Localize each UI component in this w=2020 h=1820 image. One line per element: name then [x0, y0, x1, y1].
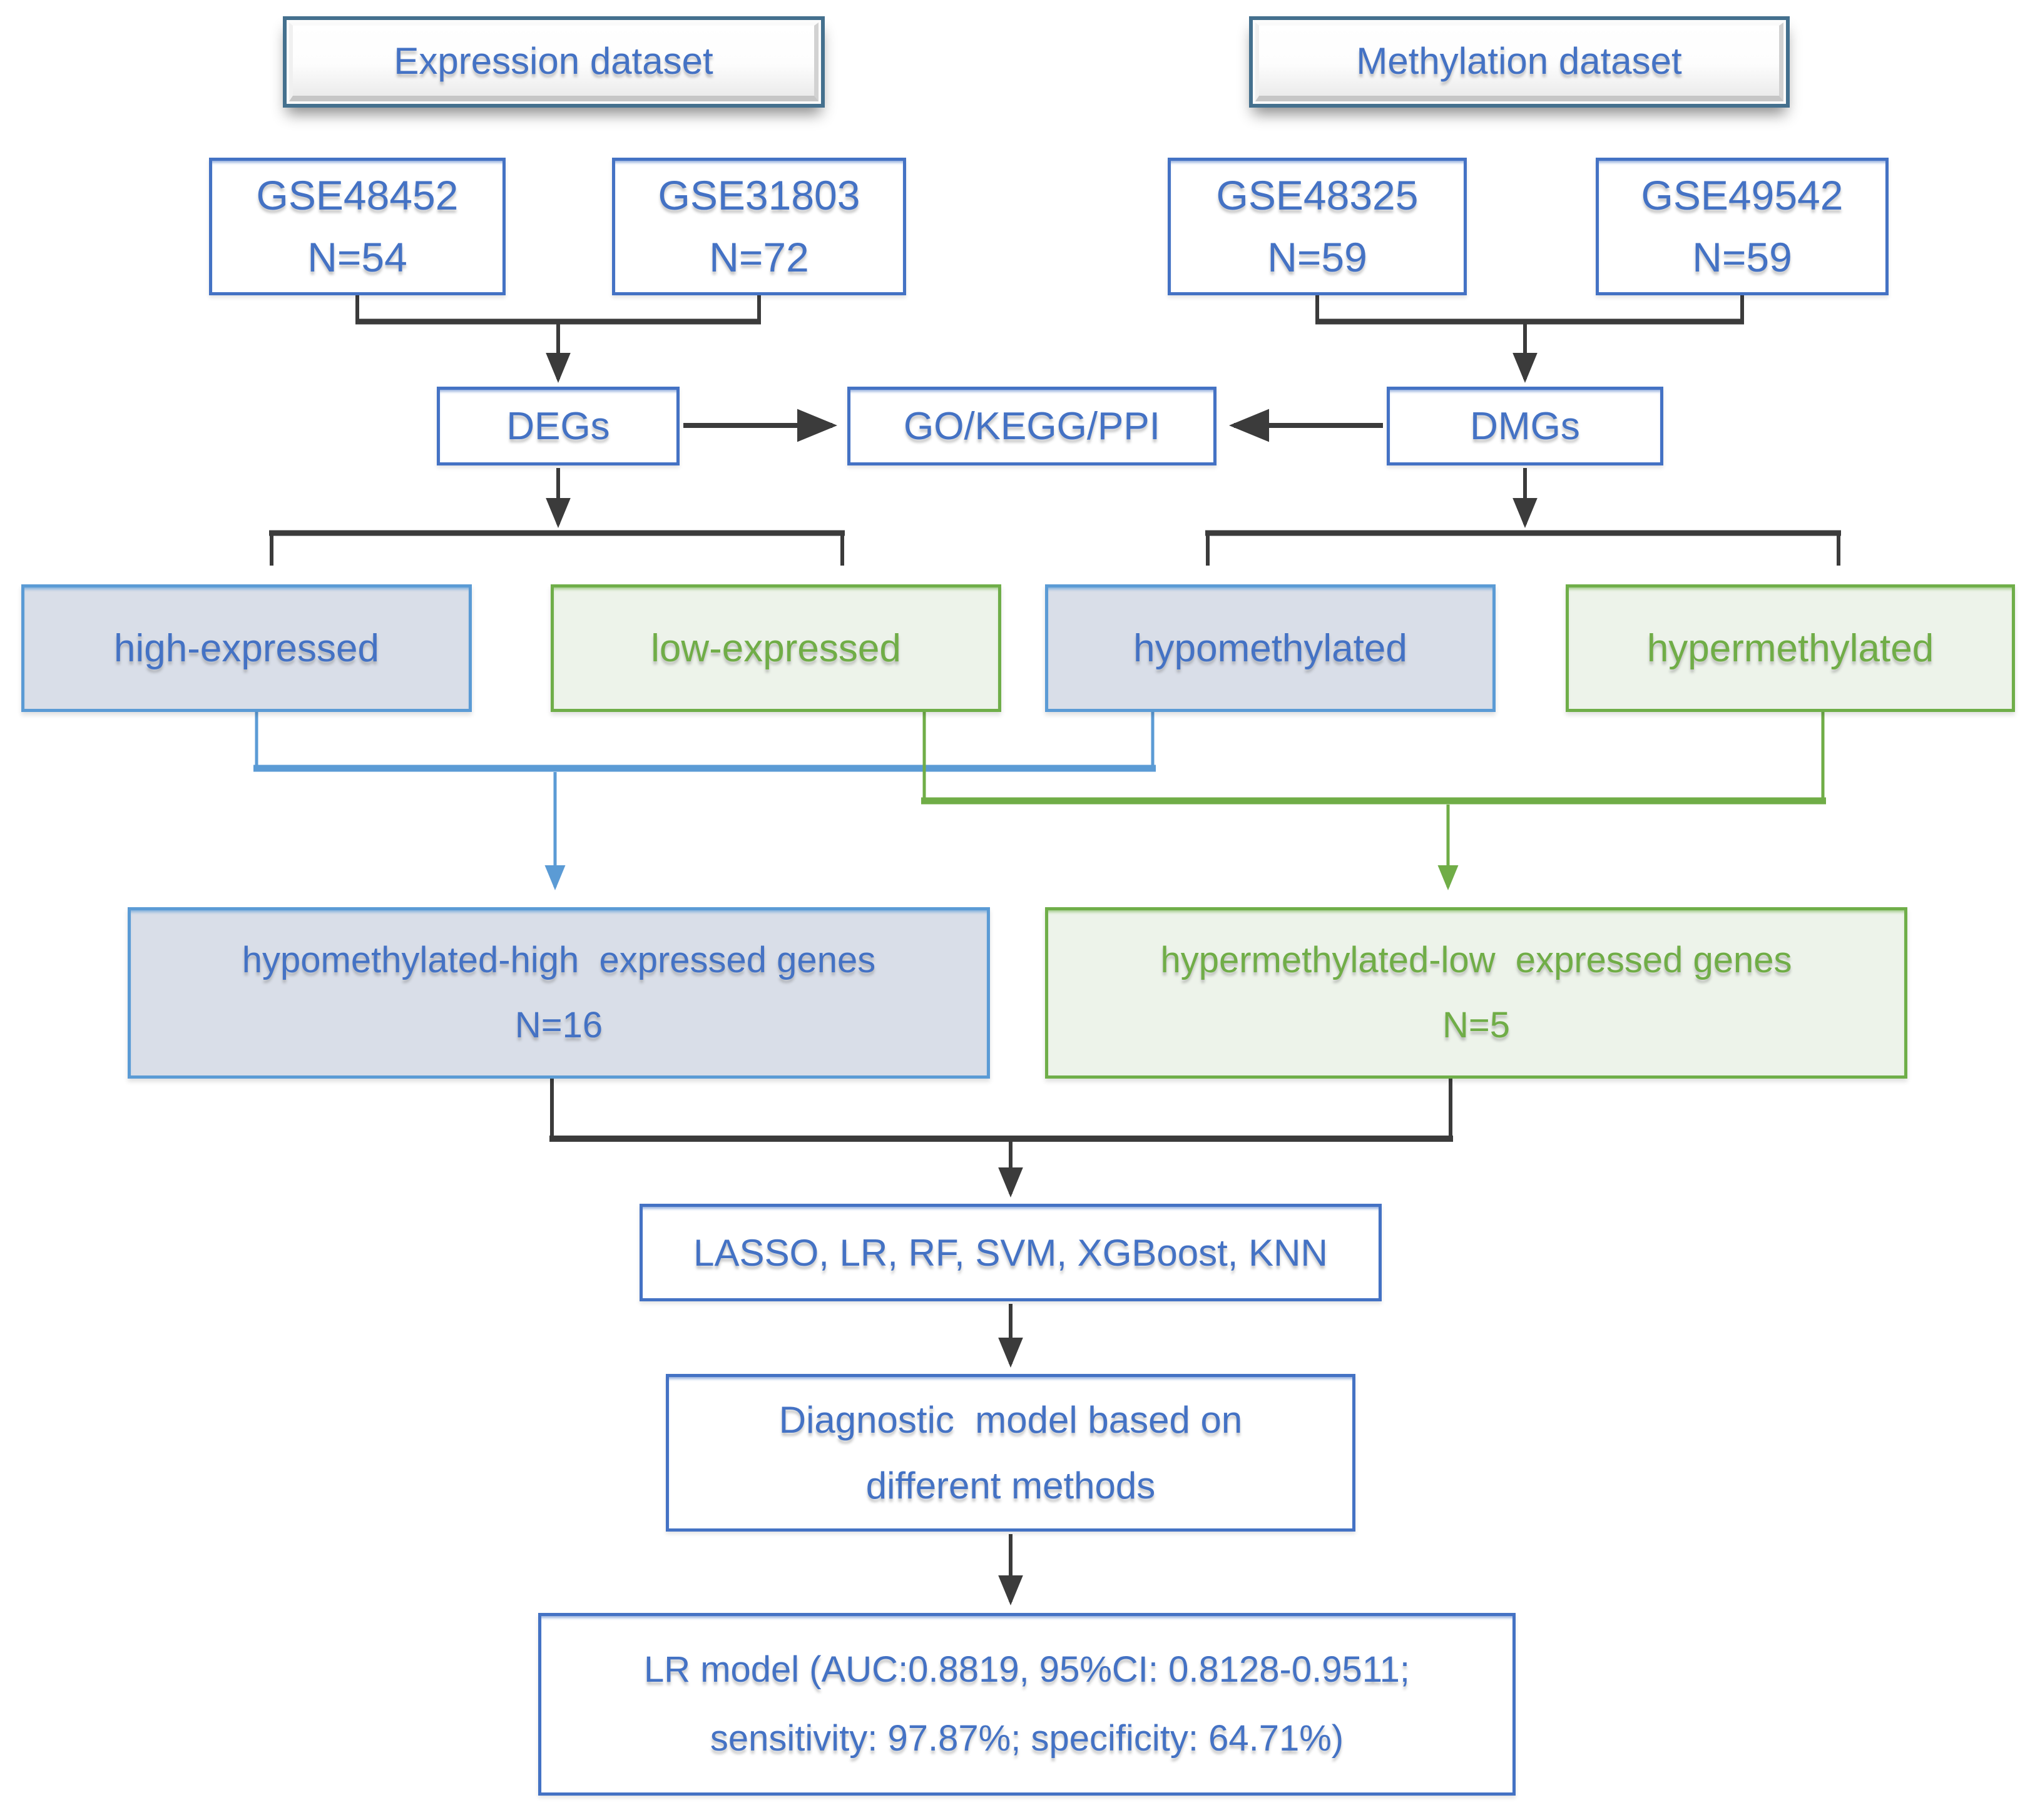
- gse49542-n: N=59: [1692, 234, 1792, 280]
- dmgs-label: DMGs: [1470, 404, 1580, 448]
- ml-methods-label: LASSO, LR, RF, SVM, XGBoost, KNN: [693, 1231, 1328, 1274]
- gse49542-name: GSE49542: [1641, 172, 1844, 218]
- expression-dataset-header: Expression dataset: [283, 16, 825, 108]
- node-hypo-high-genes: hypomethylated-high expressed genes N=16: [128, 907, 990, 1079]
- methylation-dataset-label-panel: Methylation dataset: [1255, 23, 1783, 101]
- diagnostic-model-line1: Diagnostic model based on: [778, 1399, 1243, 1441]
- bracket-degs-split: [269, 468, 845, 566]
- node-degs: DEGs: [437, 387, 680, 465]
- hyper-low-genes-n: N=5: [1442, 1005, 1510, 1045]
- bracket-methylation-to-dmgs: [1315, 295, 1744, 383]
- gse31803-n: N=72: [709, 234, 809, 280]
- node-gse31803: GSE31803 N=72: [612, 158, 906, 295]
- hypomethylated-label: hypomethylated: [1133, 626, 1407, 670]
- methylation-dataset-header: Methylation dataset: [1249, 16, 1790, 108]
- gse48452-n: N=54: [307, 234, 407, 280]
- gse48325-name: GSE48325: [1216, 172, 1419, 218]
- hyper-low-genes-label: hypermethylated-low expressed genes: [1160, 939, 1792, 980]
- node-dmgs: DMGs: [1387, 387, 1663, 465]
- node-diagnostic-model: Diagnostic model based on different meth…: [666, 1374, 1355, 1532]
- node-low-expressed: low-expressed: [551, 584, 1001, 712]
- connector-green-merge: [921, 712, 1826, 890]
- gse48452-name: GSE48452: [256, 172, 459, 218]
- lr-result-line2: sensitivity: 97.87%; specificity: 64.71%…: [710, 1718, 1344, 1759]
- methylation-dataset-label: Methylation dataset: [1356, 39, 1682, 82]
- hypo-high-genes-n: N=16: [514, 1005, 603, 1045]
- node-gse49542: GSE49542 N=59: [1596, 158, 1889, 295]
- bracket-dmgs-split: [1205, 468, 1841, 566]
- bracket-expression-to-degs: [355, 295, 761, 383]
- node-enrichment: GO/KEGG/PPI: [847, 387, 1217, 465]
- node-gse48325: GSE48325 N=59: [1168, 158, 1467, 295]
- node-gse48452: GSE48452 N=54: [209, 158, 506, 295]
- node-hyper-low-genes: hypermethylated-low expressed genes N=5: [1045, 907, 1907, 1079]
- enrichment-label: GO/KEGG/PPI: [904, 404, 1160, 448]
- expression-dataset-label-panel: Expression dataset: [289, 23, 819, 101]
- node-hypermethylated: hypermethylated: [1566, 584, 2015, 712]
- hypo-high-genes-label: hypomethylated-high expressed genes: [242, 939, 876, 980]
- expression-dataset-label: Expression dataset: [394, 39, 713, 82]
- lr-result-line1: LR model (AUC:0.8819, 95%CI: 0.8128-0.95…: [643, 1649, 1410, 1690]
- node-hypomethylated: hypomethylated: [1045, 584, 1496, 712]
- bracket-genes-to-ml: [549, 1079, 1453, 1197]
- connector-blue-merge: [253, 712, 1156, 890]
- high-expressed-label: high-expressed: [114, 626, 379, 670]
- node-lr-result: LR model (AUC:0.8819, 95%CI: 0.8128-0.95…: [538, 1613, 1516, 1796]
- gse48325-n: N=59: [1267, 234, 1367, 280]
- degs-label: DEGs: [506, 404, 610, 448]
- gse31803-name: GSE31803: [658, 172, 860, 218]
- low-expressed-label: low-expressed: [651, 626, 901, 670]
- node-high-expressed: high-expressed: [21, 584, 472, 712]
- node-ml-methods: LASSO, LR, RF, SVM, XGBoost, KNN: [640, 1204, 1382, 1301]
- hypermethylated-label: hypermethylated: [1646, 626, 1934, 670]
- diagnostic-model-line2: different methods: [865, 1465, 1156, 1507]
